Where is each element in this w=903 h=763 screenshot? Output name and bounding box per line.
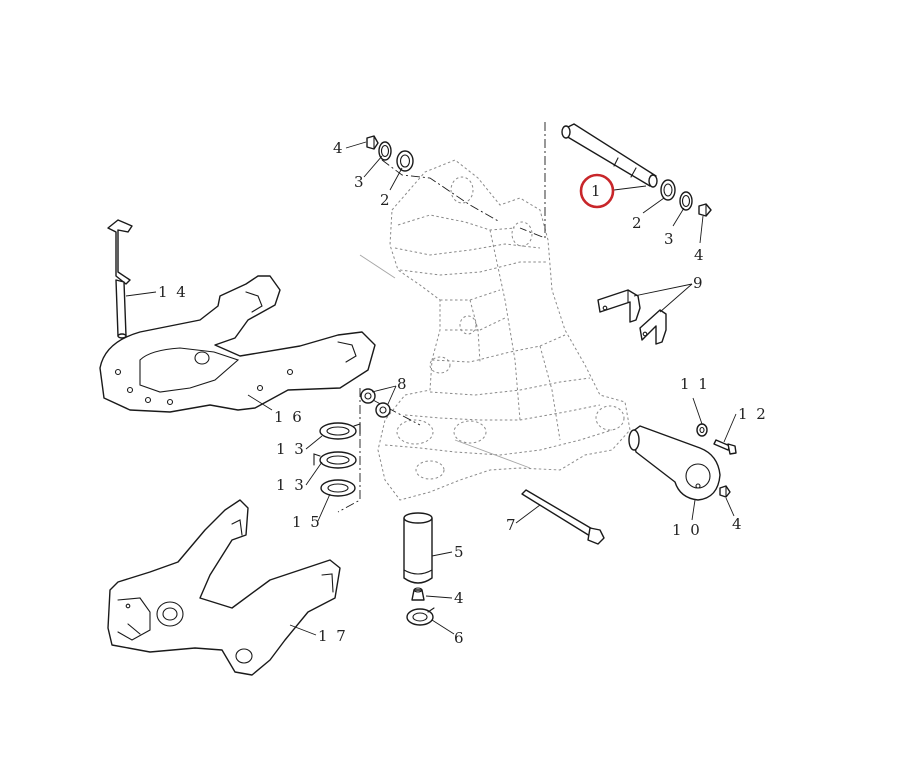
bolt-part-7 — [521, 489, 605, 545]
grease-nipple-part-4-right-lower — [719, 485, 731, 498]
highlight-circle — [579, 173, 615, 209]
callout-11: 1 1 — [680, 375, 710, 393]
callout-6: 6 — [454, 629, 466, 647]
ghost-housing — [359, 159, 631, 501]
ring-part-3-right — [679, 191, 693, 211]
callout-3-top: 3 — [354, 173, 366, 191]
axis-lines — [337, 122, 546, 513]
pin-part-1 — [561, 123, 658, 188]
callout-10: 1 0 — [672, 521, 702, 539]
grease-nipple-part-4-top — [366, 135, 379, 150]
callout-4-right-lower: 4 — [732, 515, 744, 533]
callout-4-lower: 4 — [454, 589, 466, 607]
washer-part-2-top — [396, 150, 414, 172]
ball-joint-part-10 — [628, 425, 721, 501]
callout-5: 5 — [454, 543, 466, 561]
callout-13-lower: 1 3 — [276, 476, 306, 494]
callout-2-top: 2 — [380, 191, 392, 209]
callout-14: 1 4 — [158, 283, 188, 301]
grease-nipple-part-4-lower — [411, 587, 425, 601]
callout-9: 9 — [693, 274, 705, 292]
circlip-part-6 — [406, 607, 435, 626]
washer-part-2-right — [660, 179, 676, 201]
rod-part-14 — [107, 219, 133, 339]
washer-part-11 — [696, 423, 708, 437]
callout-13-upper: 1 3 — [276, 440, 306, 458]
arm-part-17 — [107, 499, 341, 676]
callout-4-top: 4 — [333, 139, 345, 157]
pin-part-5 — [403, 512, 433, 584]
callout-17: 1 7 — [318, 627, 348, 645]
callout-3-right: 3 — [664, 230, 676, 248]
shim-part-15 — [320, 479, 356, 497]
callout-4-right: 4 — [694, 246, 706, 264]
bushing-part-8 — [360, 388, 391, 418]
callout-1: 1 — [591, 182, 603, 200]
shim-part-13-upper — [319, 422, 361, 440]
plate-part-16 — [99, 275, 376, 413]
shim-part-13-lower — [313, 451, 357, 469]
callout-8: 8 — [397, 375, 409, 393]
leader-lines — [125, 141, 737, 636]
bracket-part-9 — [597, 289, 667, 345]
callout-12: 1 2 — [738, 405, 768, 423]
ring-part-3-top — [378, 141, 392, 161]
callout-15: 1 5 — [292, 513, 322, 531]
bolt-part-12 — [713, 439, 737, 455]
grease-nipple-part-4-right — [698, 203, 712, 217]
callout-2-right: 2 — [632, 214, 644, 232]
callout-16: 1 6 — [274, 408, 304, 426]
callout-7: 7 — [506, 516, 518, 534]
callout-labels: 1 2 2 3 3 4 4 4 4 5 6 7 8 9 1 0 1 1 1 2 … — [158, 139, 768, 647]
